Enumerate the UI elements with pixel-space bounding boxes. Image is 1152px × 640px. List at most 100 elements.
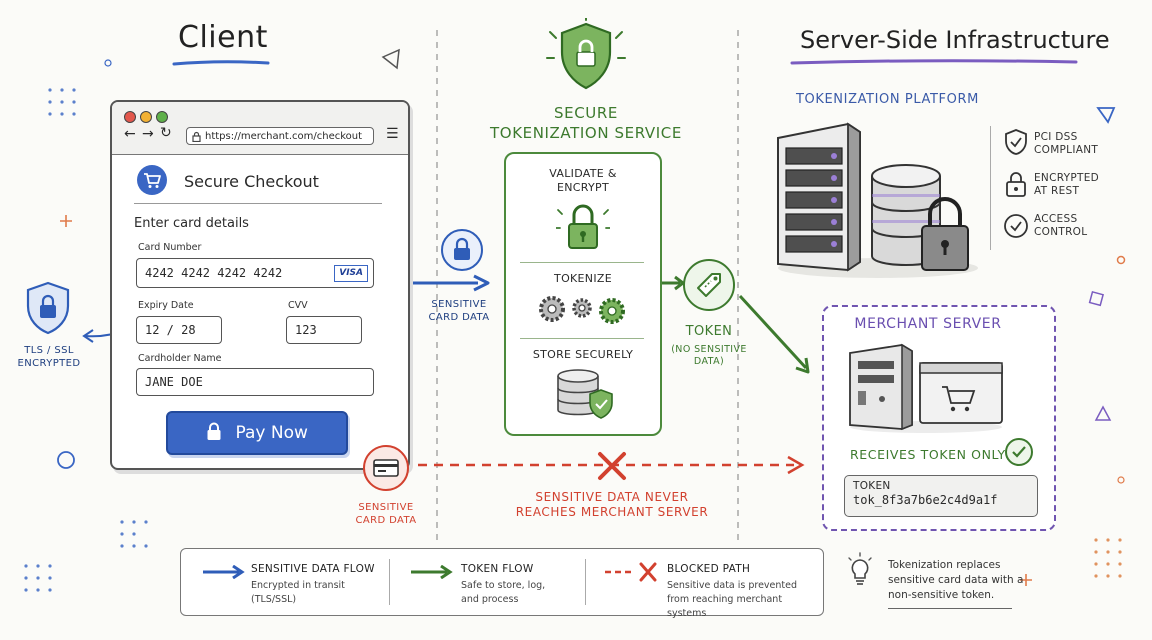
step-validate: VALIDATE & ENCRYPT [506,167,660,195]
checkout-title: Secure Checkout [184,172,319,191]
token-label: TOKEN [685,324,733,339]
sensitive-bottom-line2: CARD DATA [355,515,417,526]
card-number-label: Card Number [138,242,202,253]
sensitive-data-label-top: SENSITIVE CARD DATA [424,298,494,324]
feature-encrypted-line1: ENCRYPTED [1034,172,1100,184]
sensitive-bottom-line1: SENSITIVE [358,502,414,513]
legend-blocked-desc2: from reaching merchant systems [667,594,783,619]
merchant-server-icon [849,343,1003,433]
lock-icon [1006,172,1026,197]
step-store: STORE SECURELY [532,348,634,361]
legend-token-desc: Safe to store, log, and process [461,579,601,607]
url-text: https://merchant.com/checkout [205,131,363,142]
token-note: (NO SENSITIVE DATA) [666,344,752,368]
cart-icon [137,165,167,195]
token-note-line1: (NO SENSITIVE [671,344,747,355]
legend-token-desc2: and process [461,594,519,605]
feature-pci-line1: PCI DSS [1034,131,1078,143]
blocked-line1: SENSITIVE DATA NEVER [535,490,689,504]
browser-window: ← → ↻ https://merchant.com/checkout ☰ Se… [110,100,410,470]
tip-text: Tokenization replaces sensitive card dat… [888,558,1023,603]
card-details-heading: Enter card details [134,216,249,231]
legend-sensitive-desc: Encrypted in transit (TLS/SSL) [251,579,391,607]
close-dot[interactable] [124,111,136,123]
sensitive-top-line1: SENSITIVE [431,299,487,310]
legend-sensitive-desc1: Encrypted in transit [251,580,345,591]
divider [520,262,644,263]
expiry-label: Expiry Date [138,300,194,311]
token-display[interactable]: TOKEN tok_8f3a7b6e2c4d9a1f [844,475,1038,517]
step1-line1: VALIDATE & [549,167,617,180]
step-tokenize: TOKENIZE [554,272,612,285]
lock-icon [207,422,221,440]
receives-token-label: RECEIVES TOKEN ONLY [850,447,1006,462]
service-title-line1: SECURE [554,104,618,122]
pay-now-label: Pay Now [235,423,308,443]
holder-input[interactable]: JANE DOE [136,368,374,396]
menu-icon[interactable]: ☰ [386,126,399,142]
blocked-message: SENSITIVE DATA NEVER REACHES MERCHANT SE… [500,490,724,520]
tip-line1: Tokenization replaces [888,559,1001,571]
divider [389,559,390,605]
shield-check-icon [1005,129,1027,155]
legend-blocked-desc: Sensitive data is prevented from reachin… [667,579,817,621]
forward-arrow-icon[interactable]: → [142,126,154,142]
legend: SENSITIVE DATA FLOW Encrypted in transit… [180,548,824,619]
client-title: Client [178,20,268,55]
tip-line2: sensitive card data with a [888,574,1024,586]
lock-icon [192,131,201,142]
card-number-input[interactable]: 4242 4242 4242 4242 VISA [136,258,374,288]
maximize-dot[interactable] [156,111,168,123]
blocked-line2: REACHES MERCHANT SERVER [515,505,709,519]
shield-lock-icon [26,281,70,335]
check-circle-icon [1005,438,1033,466]
shield-lock-icon [546,18,626,90]
token-tag-icon [683,259,735,311]
reload-icon[interactable]: ↻ [160,125,172,141]
divider [585,559,586,605]
feature-access-line1: ACCESS [1034,213,1078,225]
expiry-value: 12 / 28 [145,323,196,337]
feature-access-line2: CONTROL [1034,226,1088,238]
holder-label: Cardholder Name [138,353,222,364]
sensitive-top-line2: CARD DATA [428,312,490,323]
cvv-label: CVV [288,300,308,311]
card-number-value: 4242 4242 4242 4242 [145,266,283,280]
feature-pci: PCI DSS COMPLIANT [1034,131,1098,157]
token-field-label: TOKEN [853,480,891,492]
tls-line2: ENCRYPTED [17,358,81,369]
tip-line3: non-sensitive token. [888,589,995,601]
legend-blocked-title: BLOCKED PATH [667,563,751,575]
server-database-icon [777,122,978,278]
back-arrow-icon[interactable]: ← [124,126,136,142]
legend-token-title: TOKEN FLOW [461,563,534,575]
sensitive-data-label-bottom: SENSITIVE CARD DATA [350,501,422,527]
visa-badge: VISA [334,265,368,282]
cvv-input[interactable]: 123 [286,316,362,344]
gears-icon [539,296,625,324]
legend-sensitive-desc2: (TLS/SSL) [251,594,297,605]
address-bar[interactable]: https://merchant.com/checkout [186,127,374,145]
check-circle-icon [1004,214,1028,238]
cvv-value: 123 [295,323,317,337]
token-note-line2: DATA) [693,356,725,367]
green-arrow-icon [411,565,453,579]
browser-toolbar: ← → ↻ https://merchant.com/checkout ☰ [112,102,408,155]
minimize-dot[interactable] [140,111,152,123]
server-title: Server-Side Infrastructure [800,26,1110,54]
legend-sensitive-title: SENSITIVE DATA FLOW [251,563,375,575]
expiry-input[interactable]: 12 / 28 [136,316,222,344]
blocked-dash-icon [605,562,657,582]
divider [990,126,991,250]
tokenization-service-box: VALIDATE & ENCRYPT TOKENIZE STORE SECURE… [504,152,662,436]
token-value: tok_8f3a7b6e2c4d9a1f [853,493,998,507]
service-title: SECURE TOKENIZATION SERVICE [480,103,692,143]
pay-now-button[interactable]: Pay Now [166,411,348,455]
feature-encrypted: ENCRYPTED AT REST [1034,172,1099,198]
platform-title: TOKENIZATION PLATFORM [796,92,979,107]
feature-pci-line2: COMPLIANT [1034,144,1099,156]
tls-line1: TLS / SSL [24,345,74,356]
tip-underline [888,608,1012,609]
merchant-title: MERCHANT SERVER [854,316,1002,332]
